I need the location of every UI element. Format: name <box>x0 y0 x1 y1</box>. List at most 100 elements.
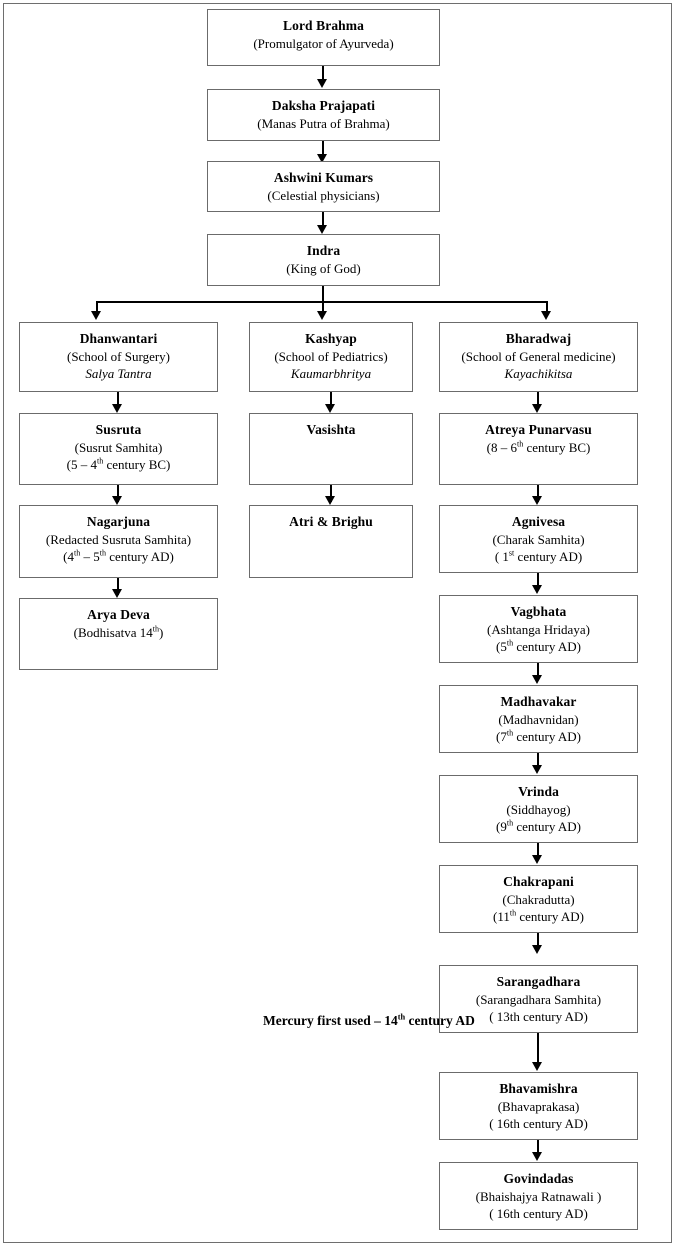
arrow-susruta-nagarjuna <box>112 496 122 505</box>
node-bharadwaj[interactable]: Bharadwaj (School of General medicine) K… <box>439 322 638 392</box>
node-lord-brahma[interactable]: Lord Brahma (Promulgator of Ayurveda) <box>207 9 440 66</box>
node-chakrapani[interactable]: Chakrapani (Chakradutta) (11th century A… <box>439 865 638 933</box>
node-atri-brighu[interactable]: Atri & Brighu <box>249 505 413 578</box>
node-vrinda[interactable]: Vrinda (Siddhayog) (9th century AD) <box>439 775 638 843</box>
node-date-line: ( 16th century AD) <box>489 1116 588 1132</box>
connector-atreya-agnivesa <box>537 485 539 502</box>
node-title: Madhavakar <box>500 694 577 709</box>
node-title: Atreya Punarvasu <box>485 422 592 437</box>
node-daksha-prajapati[interactable]: Daksha Prajapati (Manas Putra of Brahma) <box>207 89 440 141</box>
branch-drop-left <box>96 301 98 314</box>
arrow-brahma-daksha <box>317 79 327 88</box>
node-title: Arya Deva <box>87 607 150 622</box>
node-subtitle: (School of Surgery) <box>66 349 171 365</box>
node-madhavakar[interactable]: Madhavakar (Madhavnidan) (7th century AD… <box>439 685 638 753</box>
node-subtitle: (Bhaishajya Ratnawali ) <box>475 1189 602 1205</box>
node-date-line: ( 1st century AD) <box>494 549 583 565</box>
node-title: Daksha Prajapati <box>271 98 376 113</box>
superscript-ordinal: th <box>152 624 159 634</box>
node-bhavamishra[interactable]: Bhavamishra (Bhavaprakasa) ( 16th centur… <box>439 1072 638 1140</box>
arrow-atreya-agnivesa <box>532 496 542 505</box>
arrow-sarangadhara-bhavamishra <box>532 1062 542 1071</box>
node-subtitle: (Sarangadhara Samhita) <box>475 992 602 1008</box>
node-vagbhata[interactable]: Vagbhata (Ashtanga Hridaya) (5th century… <box>439 595 638 663</box>
node-atreya-punarvasu[interactable]: Atreya Punarvasu (8 – 6th century BC) <box>439 413 638 485</box>
superscript-ordinal: th <box>506 639 514 649</box>
node-title: Dhanwantari <box>79 331 158 346</box>
arrow-vagbhata-madhavakar <box>532 675 542 684</box>
node-date-line: (9th century AD) <box>496 819 581 835</box>
node-title: Agnivesa <box>511 514 566 529</box>
connector-bharadwaj-atreya <box>537 392 539 409</box>
connector-indra-bus <box>322 286 324 303</box>
arrow-chakrapani-sarangadhara <box>532 945 542 954</box>
node-title: Nagarjuna <box>86 514 151 529</box>
connector-daksha-ashwini <box>322 141 324 159</box>
node-sarangadhara[interactable]: Sarangadhara (Sarangadhara Samhita) ( 13… <box>439 965 638 1033</box>
node-subtitle: (Chakradutta) <box>502 892 575 908</box>
node-dhanwantari[interactable]: Dhanwantari (School of Surgery) Salya Ta… <box>19 322 218 392</box>
connector-chakrapani-sarangadhara <box>537 933 539 949</box>
arrow-dhanwantari-susruta <box>112 404 122 413</box>
node-title: Vrinda <box>518 784 559 799</box>
node-date-line: (5 – 4th century BC) <box>66 457 171 473</box>
arrow-madhavakar-vrinda <box>532 765 542 774</box>
arrow-bhavamishra-govindadas <box>532 1152 542 1161</box>
node-vasishta[interactable]: Vasishta <box>249 413 413 485</box>
superscript-ordinal: th <box>397 1012 406 1022</box>
arrow-branch-bharadwaj <box>541 311 551 320</box>
node-subtitle: (Siddhayog) <box>506 802 571 818</box>
superscript-ordinal: th <box>516 439 524 449</box>
node-title: Govindadas <box>503 1171 574 1186</box>
node-title: Sarangadhara <box>496 974 581 989</box>
node-subtitle: (Madhavnidan) <box>498 712 579 728</box>
node-title: Vagbhata <box>510 604 567 619</box>
node-italic-line: Salya Tantra <box>85 366 152 382</box>
connector-dhanwantari-susruta <box>117 392 119 409</box>
node-govindadas[interactable]: Govindadas (Bhaishajya Ratnawali ) ( 16t… <box>439 1162 638 1230</box>
branch-drop-middle <box>322 301 324 314</box>
superscript-ordinal: th <box>96 457 104 467</box>
node-susruta[interactable]: Susruta (Susrut Samhita) (5 – 4th centur… <box>19 413 218 485</box>
superscript-ordinal: th <box>73 549 81 559</box>
arrow-daksha-ashwini <box>317 154 327 163</box>
node-italic-line: Kaumarbhritya <box>290 366 372 382</box>
branch-drop-right <box>546 301 548 314</box>
node-subtitle: (Redacted Susruta Samhita) <box>45 532 192 548</box>
connector-vagbhata-madhavakar <box>537 663 539 679</box>
node-title: Ashwini Kumars <box>273 170 374 185</box>
arrow-bharadwaj-atreya <box>532 404 542 413</box>
connector-susruta-nagarjuna <box>117 485 119 502</box>
node-indra[interactable]: Indra (King of God) <box>207 234 440 286</box>
node-agnivesa[interactable]: Agnivesa (Charak Samhita) ( 1st century … <box>439 505 638 573</box>
node-italic-line: Kayachikitsa <box>504 366 573 382</box>
node-subtitle: (School of General medicine) <box>461 349 616 365</box>
connector-nagarjuna-aryadeva <box>117 578 119 595</box>
node-subtitle: (Susrut Samhita) <box>74 440 163 456</box>
arrow-vasishta-atri <box>325 496 335 505</box>
node-date-line: ( 13th century AD) <box>489 1009 588 1025</box>
node-title: Susruta <box>95 422 142 437</box>
node-title: Vasishta <box>306 422 356 437</box>
arrow-branch-kashyap <box>317 311 327 320</box>
node-subtitle: (Ashtanga Hridaya) <box>487 622 590 638</box>
node-subtitle: (Promulgator of Ayurveda) <box>253 36 394 52</box>
node-subtitle: (Celestial physicians) <box>267 188 380 204</box>
node-arya-deva[interactable]: Arya Deva (Bodhisatva 14th) <box>19 598 218 670</box>
connector-vrinda-chakrapani <box>537 843 539 859</box>
connector-kashyap-vasishta <box>330 392 332 409</box>
node-subtitle: (Manas Putra of Brahma) <box>257 116 390 132</box>
node-ashwini-kumars[interactable]: Ashwini Kumars (Celestial physicians) <box>207 161 440 212</box>
arrow-kashyap-vasishta <box>325 404 335 413</box>
node-date-line: (Bodhisatva 14th) <box>73 624 164 641</box>
connector-vasishta-atri <box>330 485 332 502</box>
connector-bhavamishra-govindadas <box>537 1140 539 1156</box>
node-title: Bharadwaj <box>505 331 572 346</box>
connector-agnivesa-vagbhata <box>537 573 539 589</box>
node-nagarjuna[interactable]: Nagarjuna (Redacted Susruta Samhita) (4t… <box>19 505 218 578</box>
node-kashyap[interactable]: Kashyap (School of Pediatrics) Kaumarbhr… <box>249 322 413 392</box>
arrow-vrinda-chakrapani <box>532 855 542 864</box>
node-title: Lord Brahma <box>283 18 364 33</box>
connector-brahma-daksha <box>322 66 324 83</box>
